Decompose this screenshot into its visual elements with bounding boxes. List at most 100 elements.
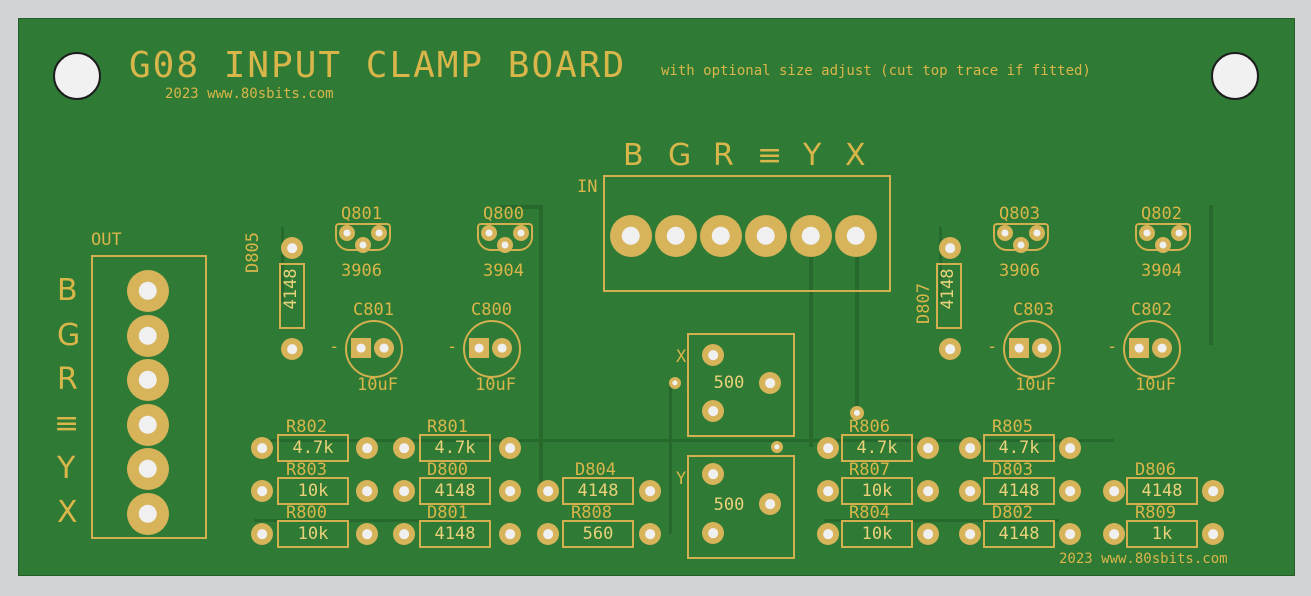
mounting-hole-left [53,52,101,100]
r807-body [841,477,913,505]
d800-value: 4148 [434,481,476,501]
trace [1209,205,1213,345]
r804-pin [817,523,839,545]
out-pin-label-b: B [57,273,78,308]
r800-body [277,520,349,548]
q801-pin [355,237,371,253]
r807-ref: R807 [849,460,890,480]
q802-ref: Q802 [1141,204,1182,224]
pcb-board: G08 INPUT CLAMP BOARD with optional size… [18,18,1295,576]
r804-ref: R804 [849,503,890,523]
c803-outline [1003,320,1061,378]
pot-y-pin [702,463,724,485]
out-pin-r [127,359,169,401]
d803-body [983,477,1055,505]
r801-value: 4.7k [434,438,476,458]
q800-part: 3904 [483,261,524,281]
in-pin-y [790,215,832,257]
d802-ref: D802 [992,503,1033,523]
r809-pin [1103,523,1125,545]
r807-pin [917,480,939,502]
pot-x-pin [702,400,724,422]
d807-pin [939,237,961,259]
pot-x-pin [702,344,724,366]
q800-pin [513,225,529,241]
in-pin-label-b: B [623,138,644,173]
c802-minus: - [1107,337,1118,357]
d800-body [419,477,491,505]
d802-value: 4148 [998,524,1040,544]
r805-ref: R805 [992,417,1033,437]
r801-pin [499,437,521,459]
in-pin-g [655,215,697,257]
r803-body [277,477,349,505]
via [669,377,681,389]
in-pin-b [610,215,652,257]
credit-top: 2023 www.80sbits.com [165,86,334,102]
d801-value: 4148 [434,524,476,544]
d804-pin [537,480,559,502]
d804-pin [639,480,661,502]
in-pin-label-y: Y [803,138,822,173]
in-pin-label-x: X [845,138,866,173]
c803-ref: C803 [1013,300,1054,320]
q800-pin [481,225,497,241]
out-pin-y [127,448,169,490]
r807-value: 10k [861,481,893,501]
r801-ref: R801 [427,417,468,437]
d805-pin [281,338,303,360]
in-pin-label-ground: ≡ [757,138,783,173]
r803-value: 10k [297,481,329,501]
d801-pin [499,523,521,545]
r800-ref: R800 [286,503,327,523]
d802-pin [959,523,981,545]
r803-ref: R803 [286,460,327,480]
q800-pin [497,237,513,253]
c802-outline [1123,320,1181,378]
q803-pin [997,225,1013,241]
in-pin-label-g: G [668,138,692,173]
d807-body [936,263,962,329]
out-pin-label-g: G [57,318,81,353]
trace [855,229,859,409]
r804-pin [917,523,939,545]
d805-value: 4148 [281,268,301,310]
q801-pin [371,225,387,241]
d805-ref: D805 [243,232,263,273]
trace [809,229,813,447]
r808-pin [639,523,661,545]
q803-pin [1013,237,1029,253]
pot-y-pin [702,522,724,544]
in-pin-r [700,215,742,257]
r802-body [277,434,349,462]
board-subtitle: with optional size adjust (cut top trace… [661,63,1091,79]
q802-pin [1171,225,1187,241]
c802-ref: C802 [1131,300,1172,320]
out-pin-g [127,315,169,357]
c800-pin [492,338,512,358]
trace [824,519,1059,522]
d805-body [279,263,305,329]
d806-ref: D806 [1135,460,1176,480]
trace [499,205,543,209]
pot-y-pin [759,493,781,515]
r800-value: 10k [297,524,329,544]
d803-pin [1059,480,1081,502]
d806-value: 4148 [1141,481,1183,501]
q802-part: 3904 [1141,261,1182,281]
r805-value: 4.7k [998,438,1040,458]
via [771,441,783,453]
c802-pin [1152,338,1172,358]
q800-ref: Q800 [483,204,524,224]
in-connector-label: IN [577,177,598,197]
r804-body [841,520,913,548]
c801-pin [351,338,371,358]
pot-x-outline [687,333,795,437]
r808-value: 560 [582,524,614,544]
c800-minus: - [447,337,458,357]
q801-ref: Q801 [341,204,382,224]
c801-pin [374,338,394,358]
c803-pin [1009,338,1029,358]
r805-pin [1059,437,1081,459]
c801-ref: C801 [353,300,394,320]
